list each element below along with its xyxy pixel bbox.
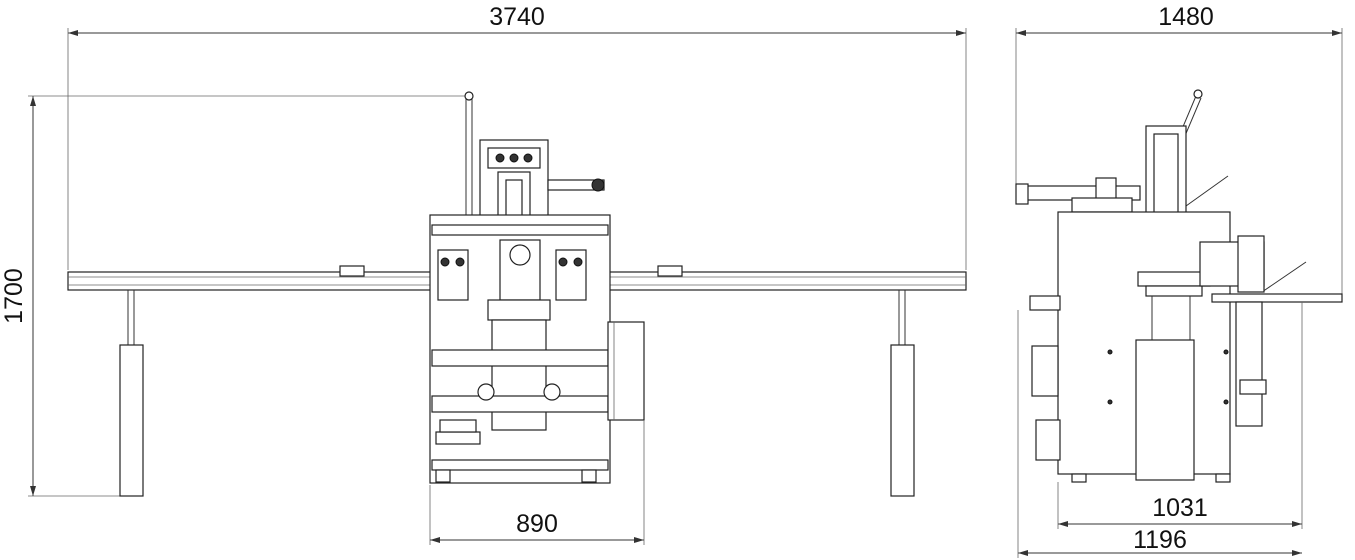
dimension-side-outer: 1196 — [1017, 310, 1302, 558]
motor-housing — [607, 321, 645, 421]
dimension-front-width: 3740 — [67, 3, 967, 270]
side-outer-label: 1196 — [1133, 526, 1187, 554]
dimension-front-height: 1700 — [0, 95, 468, 497]
machine-body — [429, 214, 611, 484]
left-support-leg — [119, 290, 144, 497]
dimension-side-inner: 1031 — [1057, 302, 1303, 529]
side-view: 1480 — [1015, 3, 1343, 558]
front-width-label: 3740 — [489, 3, 545, 31]
front-height-label: 1700 — [0, 268, 28, 324]
side-motor — [1199, 235, 1343, 427]
front-base-label: 890 — [516, 510, 558, 538]
dimension-front-base: 890 — [429, 420, 645, 545]
side-width-label: 1480 — [1158, 3, 1214, 31]
front-view: 3740 1700 — [0, 3, 967, 545]
side-body — [1029, 211, 1231, 483]
operating-lever — [464, 91, 474, 215]
side-head — [1015, 125, 1187, 223]
right-support-leg — [890, 290, 915, 497]
dimension-side-width: 1480 — [1015, 3, 1343, 300]
side-inner-label: 1031 — [1152, 494, 1208, 522]
